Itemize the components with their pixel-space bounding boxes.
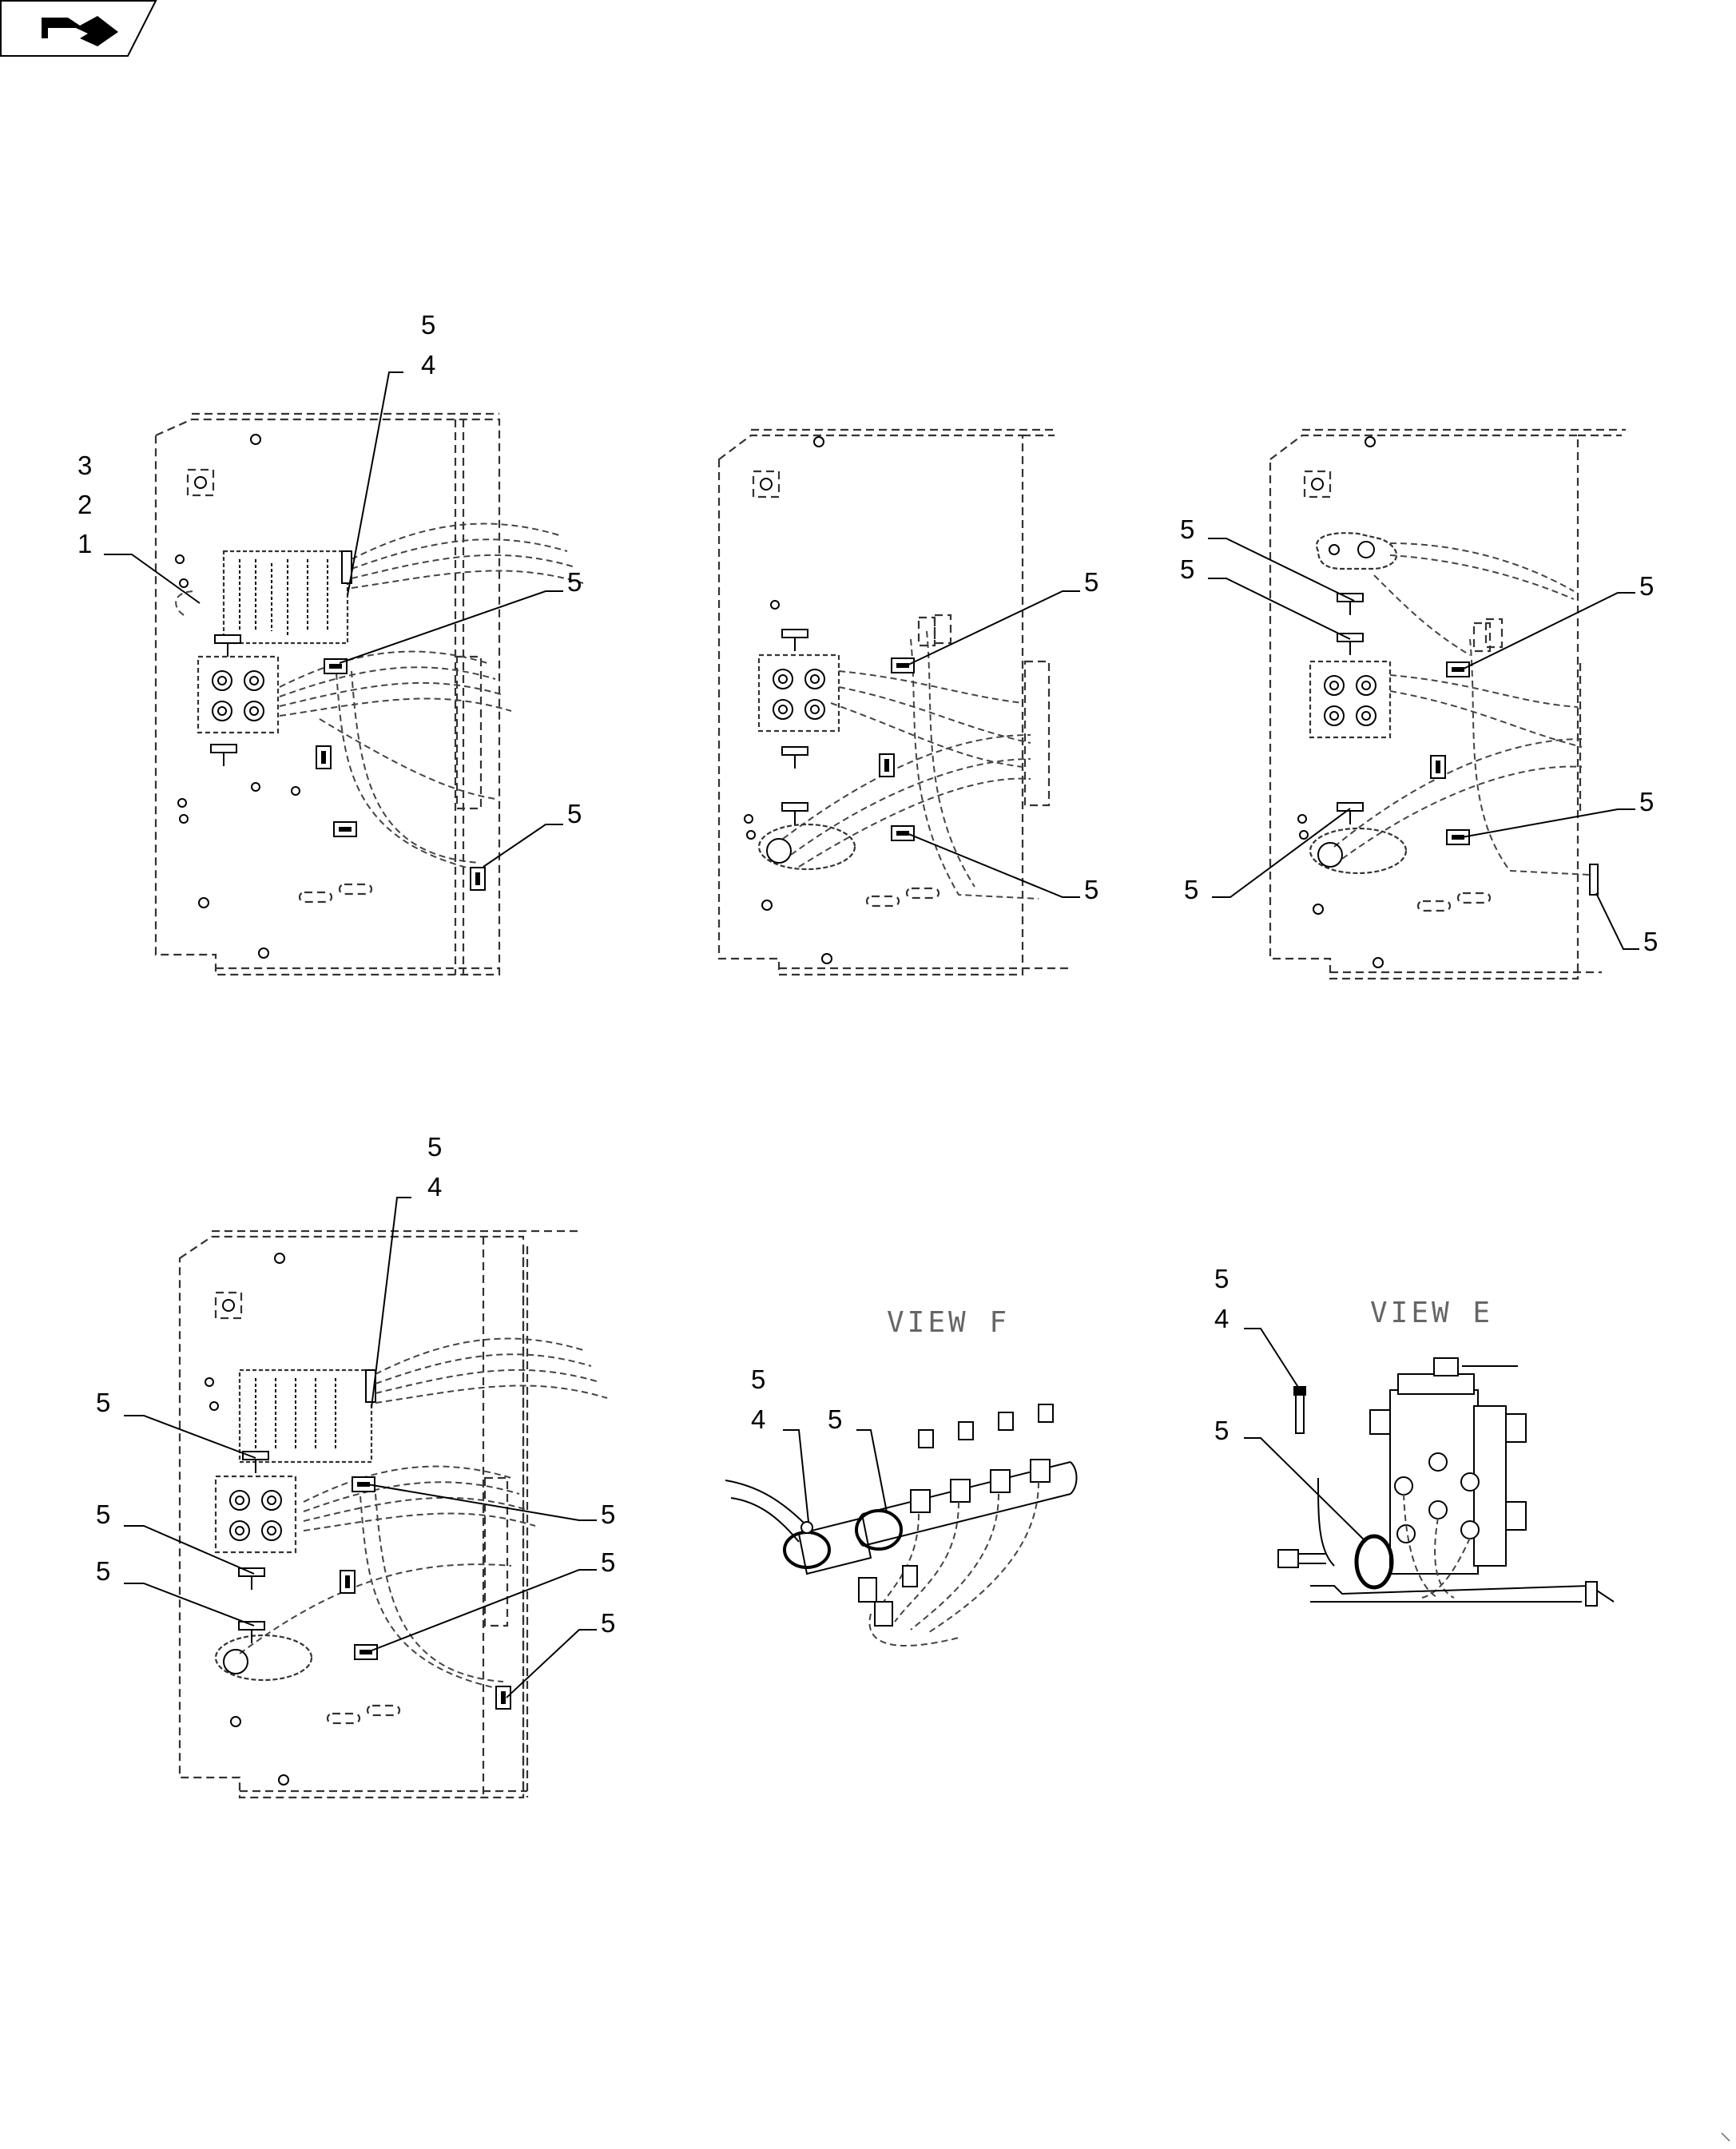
callout-5: 5: [601, 1500, 615, 1529]
callout-5: 5: [1084, 875, 1098, 904]
panel-1-callouts: 5 4 3 2 1 5 5: [77, 310, 582, 868]
callout-5: 5: [1639, 571, 1654, 601]
callout-5: 5: [751, 1364, 765, 1394]
panel-1-drawing: [154, 412, 584, 976]
panel-3-drawing: [1269, 428, 1626, 980]
callout-5: 5: [1184, 875, 1198, 904]
callout-4: 4: [427, 1172, 442, 1202]
callout-5: 5: [1214, 1264, 1229, 1293]
view-f-callouts: 5 4 5: [751, 1364, 888, 1523]
callout-5: 5: [601, 1608, 615, 1638]
callout-5: 5: [828, 1404, 842, 1434]
panel-2-drawing: [717, 428, 1071, 976]
callout-5: 5: [567, 799, 582, 828]
view-e-drawing: VIEW E: [1277, 1297, 1615, 1607]
callout-4: 4: [1214, 1304, 1229, 1333]
callout-5: 5: [601, 1547, 615, 1577]
view-f-title: VIEW F: [887, 1306, 1010, 1339]
callout-5: 5: [1180, 554, 1194, 584]
view-e-callouts: 5 4 5: [1214, 1264, 1367, 1543]
callout-5: 5: [1084, 567, 1098, 597]
panel-4-callouts: 5 4 5 5 5 5 5 5: [96, 1132, 615, 1698]
callout-5: 5: [96, 1388, 110, 1417]
callout-5: 5: [427, 1132, 442, 1162]
callout-5: 5: [567, 567, 582, 597]
callout-5: 5: [1214, 1416, 1229, 1445]
panel-4-drawing: [178, 1229, 608, 1799]
view-f-drawing: VIEW F: [725, 1306, 1078, 1647]
callout-5: 5: [1180, 514, 1194, 544]
callout-4: 4: [751, 1404, 765, 1434]
callout-1: 1: [77, 529, 92, 558]
panel-3-callouts: 5 5 5 5 5 5: [1180, 514, 1658, 956]
callout-5: 5: [1643, 927, 1658, 956]
callout-4: 4: [421, 350, 435, 379]
callout-5: 5: [421, 310, 435, 340]
next-page-arrow-icon[interactable]: [0, 0, 157, 57]
callout-5: 5: [1639, 787, 1654, 816]
callout-3: 3: [77, 451, 92, 480]
view-e-title: VIEW E: [1370, 1297, 1493, 1329]
corner-mark: [1721, 2132, 1730, 2142]
panel-2-callouts: 5 5: [906, 567, 1098, 904]
callout-5: 5: [96, 1500, 110, 1529]
callout-5: 5: [96, 1556, 110, 1586]
callout-2: 2: [77, 490, 92, 519]
